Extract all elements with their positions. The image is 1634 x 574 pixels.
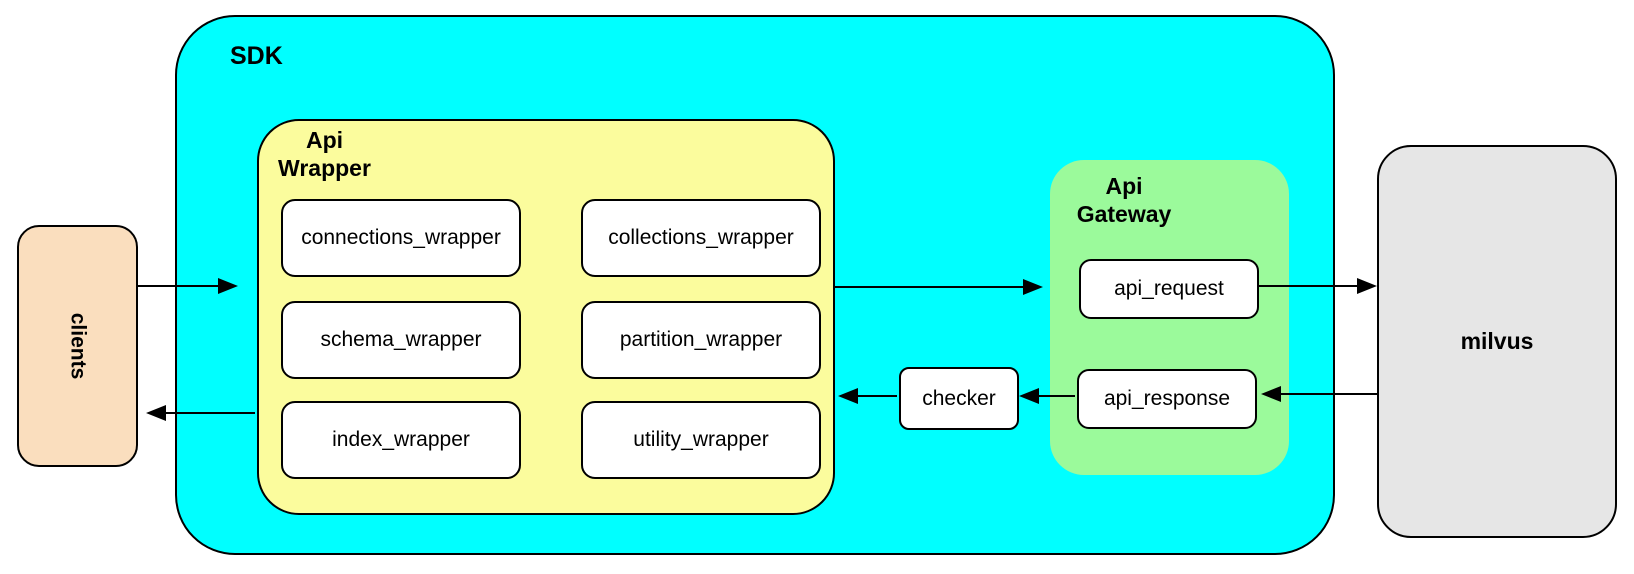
node-partition-wrapper: partition_wrapper (581, 301, 821, 379)
node-api-wrapper: Api Wrapper connections_wrapper collecti… (257, 119, 835, 515)
node-schema-wrapper: schema_wrapper (281, 301, 521, 379)
node-api-response: api_response (1077, 369, 1257, 429)
node-clients: clients (17, 225, 138, 467)
arrow-sdk-to-clients (146, 405, 255, 421)
arrow-api-response-to-checker (1019, 388, 1075, 404)
arrow-api-request-to-milvus (1257, 278, 1377, 294)
node-sdk: SDK Api Wrapper connections_wrapper coll… (175, 15, 1335, 555)
node-api-request: api_request (1079, 259, 1259, 319)
node-connections-wrapper: connections_wrapper (281, 199, 521, 277)
api-gateway-label: Api Gateway (1076, 173, 1172, 228)
node-utility-wrapper: utility_wrapper (581, 401, 821, 479)
node-checker: checker (899, 367, 1019, 430)
clients-label: clients (66, 312, 90, 380)
api-wrapper-label: Api Wrapper (278, 127, 371, 182)
sdk-label: SDK (230, 42, 283, 70)
node-api-gateway: Api Gateway api_request api_response (1050, 160, 1289, 475)
node-index-wrapper: index_wrapper (281, 401, 521, 479)
node-milvus: milvus (1377, 145, 1617, 538)
arrow-api-wrapper-to-api-gateway (833, 279, 1043, 295)
arrow-checker-to-api-wrapper (838, 388, 897, 404)
arrow-milvus-to-api-response (1261, 386, 1377, 402)
node-collections-wrapper: collections_wrapper (581, 199, 821, 277)
arrow-clients-to-sdk (138, 278, 238, 294)
